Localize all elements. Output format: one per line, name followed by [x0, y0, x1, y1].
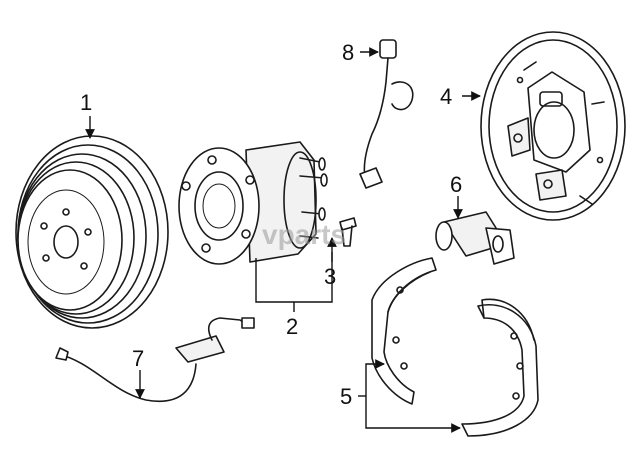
callout-7: 7 — [132, 346, 144, 371]
leader-5-upper — [365, 359, 385, 396]
callout-1: 1 — [80, 90, 92, 115]
callout-2: 2 — [286, 314, 298, 339]
callout-4: 4 — [440, 84, 452, 109]
backing-plate — [480, 31, 626, 221]
watermark-text: vparts — [262, 219, 346, 250]
hub-bearing-assembly — [178, 141, 328, 265]
brake-shoe-rear — [461, 298, 539, 437]
callout-5: 5 — [340, 384, 352, 409]
abs-sensor-wire — [359, 39, 414, 189]
wheel-cylinder — [435, 211, 515, 265]
brake-drum — [15, 135, 169, 329]
callout-8: 8 — [342, 40, 354, 65]
brake-hose — [55, 317, 255, 402]
callout-3: 3 — [324, 264, 336, 289]
brake-shoe-front — [371, 257, 437, 405]
leader-5-lower — [365, 396, 461, 433]
hub-bolt — [339, 217, 357, 247]
callout-6: 6 — [450, 172, 462, 197]
